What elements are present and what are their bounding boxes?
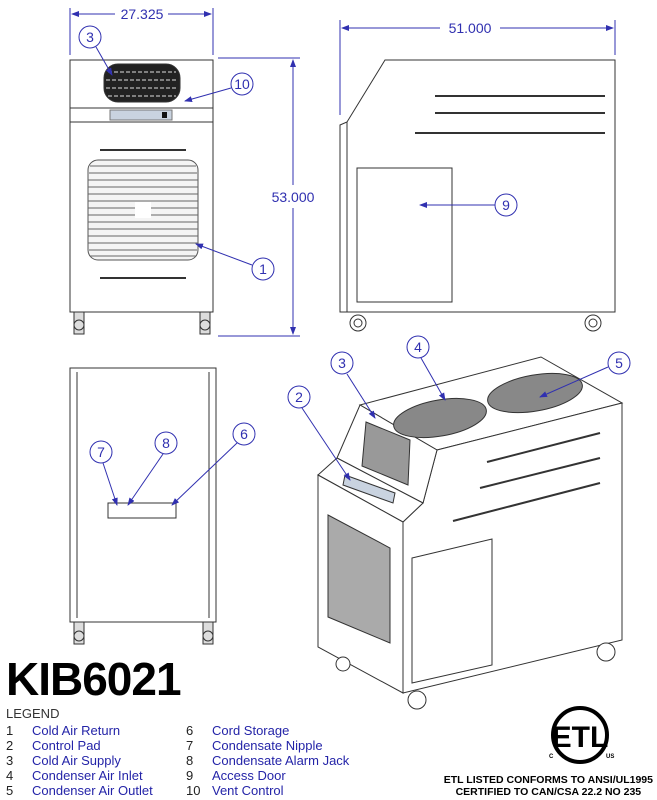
back-connection-box: [107, 502, 177, 519]
certification-text: ETL LISTED CONFORMS TO ANSI/UL1995 CERTI…: [443, 774, 653, 798]
front-control-pad: [109, 109, 173, 121]
callout-6: 6: [232, 422, 256, 446]
svg-text:1: 1: [259, 261, 267, 277]
svg-text:8: 8: [162, 435, 170, 451]
side-view: [339, 59, 616, 332]
svg-text:6: 6: [240, 426, 248, 442]
callout-3-front: 3: [78, 25, 102, 49]
isometric-view: [317, 356, 624, 710]
svg-text:3: 3: [86, 29, 94, 45]
svg-text:3: 3: [338, 355, 346, 371]
svg-text:ETL: ETL: [552, 721, 609, 754]
callouts: 3 10 1 9 7 8 6 2 3 4 5: [78, 25, 631, 464]
svg-text:4: 4: [414, 339, 422, 355]
back-view: [69, 367, 217, 645]
front-view: [69, 59, 214, 335]
callout-10: 10: [230, 72, 254, 96]
etl-listed-logo: ETL C US: [549, 706, 614, 764]
iso-inlet-fan: [393, 397, 487, 439]
front-casters: [73, 311, 211, 335]
svg-text:2: 2: [295, 389, 303, 405]
callout-5: 5: [607, 351, 631, 375]
width-dimension: 27.325: [121, 6, 164, 22]
svg-text:5: 5: [615, 355, 623, 371]
front-supply-grille: [103, 63, 181, 103]
front-dimensions: [69, 8, 300, 337]
svg-text:9: 9: [502, 197, 510, 213]
depth-dimension: 51.000: [449, 20, 492, 36]
svg-text:C: C: [549, 754, 554, 760]
callout-1: 1: [251, 257, 275, 281]
height-dimension: 53.000: [272, 189, 315, 205]
iso-outlet-fan: [487, 372, 583, 414]
legend-heading: LEGEND: [6, 706, 60, 721]
callout-leaders: [95, 46, 609, 506]
iso-control-pad: [342, 474, 396, 504]
callout-2: 2: [287, 385, 311, 409]
callout-7: 7: [89, 440, 113, 464]
iso-access-door: [411, 538, 493, 684]
callout-4: 4: [406, 335, 430, 359]
callout-3-iso: 3: [330, 351, 354, 375]
svg-text:10: 10: [234, 76, 250, 92]
side-dimensions: [339, 20, 616, 115]
front-return-grille: [87, 159, 199, 261]
svg-text:US: US: [606, 754, 614, 760]
svg-text:7: 7: [97, 444, 105, 460]
iso-supply-grille: [361, 421, 411, 486]
callout-9: 9: [494, 193, 518, 217]
side-access-door: [356, 167, 453, 303]
model-title: KIB6021: [6, 653, 182, 705]
iso-return-grille: [327, 514, 391, 644]
callout-8: 8: [154, 431, 178, 455]
